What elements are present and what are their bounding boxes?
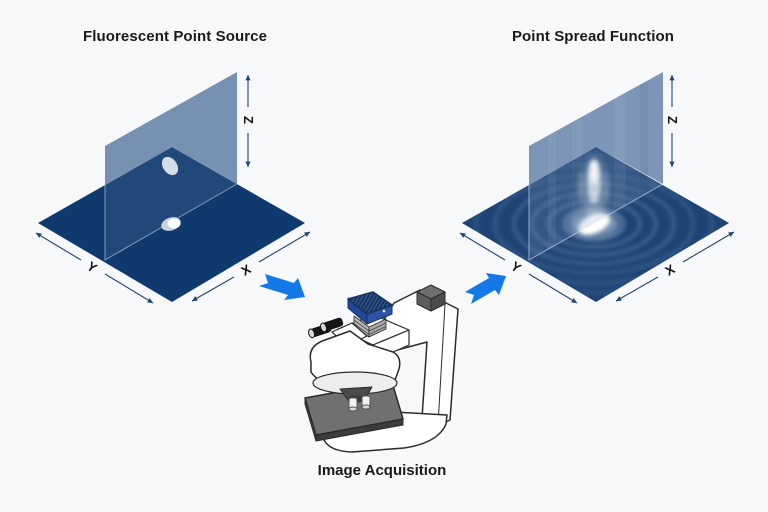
x-axis-label: X xyxy=(238,261,253,278)
microscope-illustration xyxy=(304,284,459,453)
camera-adapter xyxy=(353,315,387,338)
psf-axial-streak xyxy=(548,72,648,260)
y-axis-label: Y xyxy=(84,258,100,275)
x-axis-label: X xyxy=(662,261,677,278)
y-axis xyxy=(35,232,154,304)
y-axis-line xyxy=(528,273,578,304)
xz-plane xyxy=(529,72,663,185)
x-axis-line xyxy=(191,276,235,302)
x-axis-line xyxy=(258,231,311,263)
x-axis-line xyxy=(615,276,659,302)
right-diagram-title: Point Spread Function xyxy=(511,28,675,45)
y-axis-line xyxy=(104,273,154,304)
z-axis-label: Z xyxy=(241,116,256,124)
x-axis xyxy=(615,231,735,302)
lamp-housing xyxy=(416,284,446,312)
xz-plane-edge xyxy=(528,183,664,261)
eyepiece xyxy=(320,317,344,333)
objective-lens xyxy=(348,395,371,412)
flow-arrow-left-icon xyxy=(259,274,305,300)
y-axis-line xyxy=(35,232,82,261)
point-source-dot-xy xyxy=(167,218,181,229)
xz-plane-edge xyxy=(104,183,238,261)
microscope-caption: Image Acquisition xyxy=(317,462,447,479)
camera-top xyxy=(347,291,393,315)
xz-plane xyxy=(105,72,237,185)
camera xyxy=(347,291,393,325)
y-axis-line xyxy=(459,232,506,261)
x-axis-line xyxy=(682,231,735,263)
left-diagram-title: Fluorescent Point Source xyxy=(82,28,268,45)
camera-indicator-dot xyxy=(382,309,386,313)
y-axis-label: Y xyxy=(508,258,524,275)
z-axis-label: Z xyxy=(665,116,680,124)
fluorescent-point-source-diagram: Z X Y xyxy=(35,72,311,304)
point-source-dot-xz xyxy=(161,156,179,176)
xz-plane-overlap xyxy=(105,147,237,260)
y-axis xyxy=(459,232,578,304)
flow-arrow-right-icon xyxy=(465,273,506,304)
point-spread-function-diagram: Z X Y xyxy=(459,72,735,304)
x-axis xyxy=(191,231,311,302)
